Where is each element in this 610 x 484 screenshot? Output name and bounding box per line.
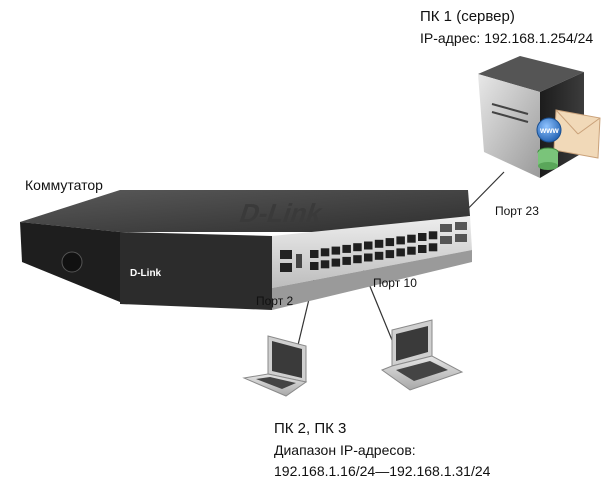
laptop-pc3-screen [396, 326, 428, 361]
laptop-pc3 [380, 319, 464, 391]
ethernet-port [385, 238, 395, 247]
pc23-ip-range: 192.168.1.16/24—192.168.1.31/24 [274, 463, 491, 479]
server-top [478, 56, 584, 92]
port2-label: Порт 2 [256, 294, 294, 308]
ethernet-port [407, 246, 416, 255]
switch-front-lower [272, 250, 472, 310]
ethernet-port [428, 243, 438, 252]
ethernet-port [353, 243, 362, 252]
switch: D-Link D-Link [20, 190, 472, 310]
port10-label: Порт 10 [373, 276, 417, 290]
ethernet-port [364, 241, 373, 250]
laptop-pc3-keyboard [396, 361, 448, 381]
sfp-port-4 [455, 234, 467, 242]
ethernet-port [342, 256, 351, 265]
console-port [280, 250, 292, 259]
ethernet-port [342, 244, 351, 253]
sfp-port-2 [455, 222, 467, 230]
mgmt-port [280, 263, 292, 272]
ethernet-port [396, 248, 405, 257]
ethernet-port [331, 258, 341, 267]
switch-front-left [120, 232, 272, 310]
ethernet-port [364, 253, 373, 262]
ethernet-port [396, 236, 405, 245]
pc23-range-label: Диапазон IP-адресов: [274, 442, 416, 458]
ethernet-port [310, 262, 319, 270]
laptop-pc2-screen [272, 341, 302, 378]
usb-port [296, 254, 302, 268]
ethernet-port [385, 250, 395, 259]
ethernet-port [428, 231, 438, 240]
server-envelope-flap [555, 109, 579, 135]
ethernet-ports [310, 231, 438, 270]
port23-label: Порт 23 [495, 204, 539, 218]
server-envelope-flap-2 [577, 117, 601, 135]
switch-top-brand: D-Link [236, 199, 326, 228]
laptop-pc2 [242, 335, 308, 397]
ethernet-port [374, 251, 384, 260]
ethernet-port [310, 250, 319, 258]
ethernet-port [320, 260, 330, 269]
laptop-pc2-keyboard [256, 377, 296, 389]
switch-front-brand: D-Link [130, 268, 162, 279]
pc1-ip-address: IP-адрес: 192.168.1.254/24 [420, 30, 594, 46]
ethernet-port [407, 234, 416, 243]
pc23-title: ПК 2, ПК 3 [274, 420, 347, 437]
server-drive-bay [491, 103, 529, 115]
server-envelope [553, 109, 601, 159]
pc1-title: ПК 1 (сервер) [420, 8, 515, 25]
server-drive-bay-2 [491, 111, 529, 123]
database-body [538, 152, 558, 166]
ethernet-port [374, 239, 384, 248]
ethernet-port [331, 246, 341, 255]
sfp-port-3 [440, 236, 452, 244]
ethernet-port [353, 255, 362, 264]
database-bottom [538, 162, 558, 170]
www-label: www [539, 126, 559, 135]
switch-top [20, 190, 470, 232]
ethernet-port [418, 245, 427, 253]
ethernet-port [320, 248, 330, 257]
server-front [478, 74, 540, 178]
globe-icon [536, 117, 562, 143]
ethernet-port [418, 233, 427, 241]
switch-label: Коммутатор [25, 177, 103, 193]
server-pc1: www [478, 56, 601, 178]
switch-rack-ear [61, 251, 83, 273]
sfp-port-1 [440, 224, 452, 232]
